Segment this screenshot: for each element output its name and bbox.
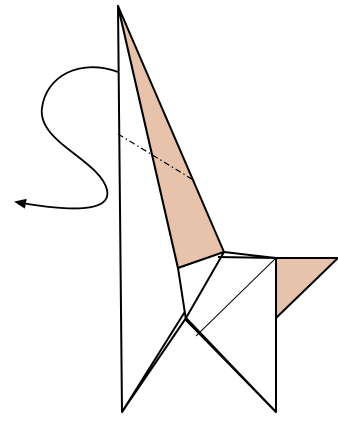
fold-arrow-curve — [14, 66, 119, 210]
inner-crease-left — [185, 251, 225, 319]
inner-crease-diagonal — [195, 257, 277, 337]
right-tan-point — [275, 257, 338, 319]
center-white-panel — [177, 251, 277, 413]
inner-crease-bottom-left — [121, 317, 187, 413]
mountain-fold-line — [117, 133, 196, 182]
top-edge-line — [217, 256, 277, 259]
inner-crease-bottom-right — [185, 317, 277, 413]
